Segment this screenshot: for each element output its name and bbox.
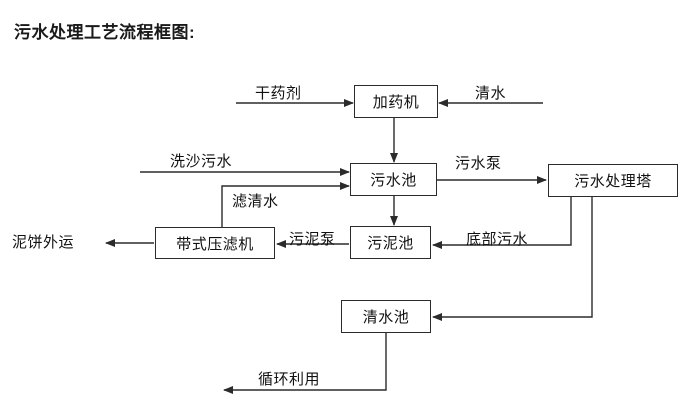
edge-label-filtered-water: 滤清水	[232, 193, 279, 210]
node-label: 清水池	[362, 309, 410, 326]
edge-label-bottom-sewage: 底部污水	[466, 231, 529, 248]
node-label: 带式压滤机	[176, 235, 254, 253]
edge-clearwater-pool-to-recycle	[223, 333, 387, 394]
edge-label-dry-agent: 干药剂	[255, 85, 302, 102]
node-label: 污水池	[370, 172, 417, 189]
edge-tower-bottom-to-sludge-pool	[432, 197, 572, 249]
edge-tower-to-clearwater-pool	[432, 197, 593, 321]
edge-label-sewage-pump: 污水泵	[455, 155, 502, 172]
edge-filterpress-to-sewage-pool	[221, 182, 350, 227]
edge-label-sludge-pump: 污泥泵	[289, 231, 336, 248]
node-label: 污泥池	[367, 235, 414, 252]
node-dosing-machine[interactable]: 加药机	[354, 85, 438, 118]
node-sewage-pool[interactable]: 污水池	[350, 163, 437, 196]
node-treatment-tower[interactable]: 污水处理塔	[548, 164, 678, 197]
node-clear-water-pool[interactable]: 清水池	[341, 300, 431, 333]
edge-label-recycle-use: 循环利用	[258, 371, 321, 388]
page-title: 污水处理工艺流程框图:	[14, 23, 196, 42]
node-label: 污水处理塔	[574, 173, 652, 190]
edge-label-sand-wash-sewage: 洗沙污水	[170, 153, 233, 170]
node-belt-filter-press[interactable]: 带式压滤机	[155, 227, 275, 259]
terminal-label-mud-cake-out: 泥饼外运	[12, 234, 75, 251]
edge-label-clean-water: 清水	[475, 85, 507, 102]
node-label: 加药机	[372, 94, 420, 111]
node-sludge-pool[interactable]: 污泥池	[350, 226, 431, 259]
